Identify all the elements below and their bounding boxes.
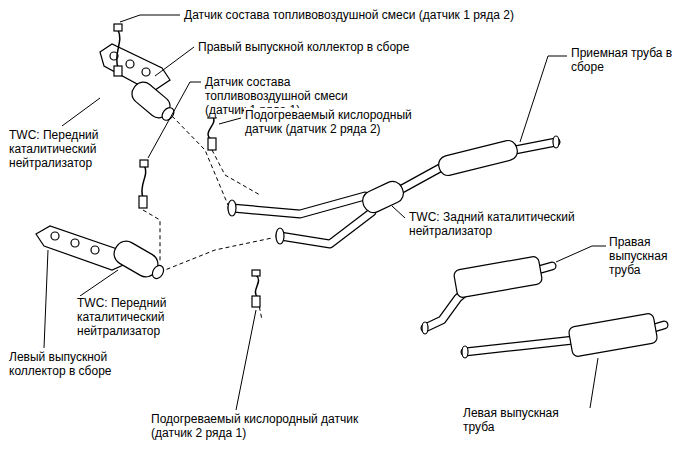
oxygen-sensor [252,270,260,307]
right-manifold [100,44,176,123]
assembly-line [212,150,260,195]
part-label: Правый выпускной коллектор в сборе [197,40,410,54]
part-label: TWC: Задний каталитический нейтрализатор [408,210,590,238]
part-label: TWC: Передний каталитический нейтрализат… [76,296,178,338]
af-sensor [114,24,122,76]
left-manifold [36,226,166,281]
part-label: TWC: Передний каталитический нейтрализат… [8,128,110,170]
right-tail-pipe [422,256,552,334]
part-label: Правая выпускная труба [608,235,685,277]
assembly-line [172,116,228,205]
assembly-line [160,238,272,272]
part-label: Левая выпускная труба [462,406,574,434]
oxygen-sensor [208,112,216,150]
part-label: Левый выпускной коллектор в сборе [8,350,125,378]
part-label: Подогреваемый кислородный датчик (датчик… [150,412,372,440]
part-label: Подогреваемый кислородный датчик (датчик… [244,108,446,136]
af-sensor [139,160,148,208]
part-label: Датчик состава топливовоздушной смеси (д… [183,8,515,22]
left-tail-pipe [462,313,664,358]
leader-line [44,15,606,410]
part-label: Приемная труба в сборе [570,46,677,74]
